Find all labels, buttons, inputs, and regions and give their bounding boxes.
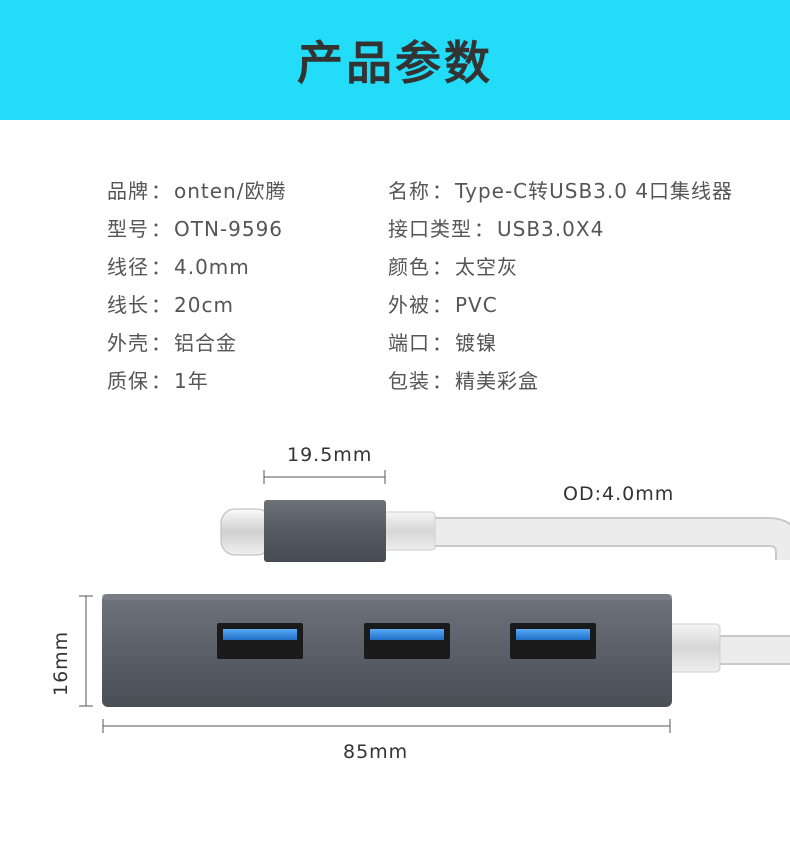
spec-separator: ：	[151, 369, 172, 393]
spec-jacket: 外被：PVC	[388, 293, 498, 317]
usb-c-cable	[382, 511, 790, 560]
spec-value: 精美彩盒	[455, 369, 539, 393]
spec-separator: ：	[432, 179, 453, 203]
spec-value: 镀镍	[455, 331, 497, 355]
spec-label: 品牌	[107, 179, 149, 203]
spec-warranty: 质保：1年	[107, 369, 209, 393]
spec-label: 线长	[107, 293, 149, 317]
spec-separator: ：	[151, 217, 172, 241]
usb-port	[364, 623, 450, 659]
spec-separator: ：	[151, 255, 172, 279]
spec-value: 铝合金	[174, 331, 237, 355]
header-banner: 产品参数	[0, 0, 790, 120]
spec-value: 太空灰	[455, 255, 518, 279]
spec-value: Type-C转USB3.0 4口集线器	[455, 179, 734, 203]
spec-interface-type: 接口类型：USB3.0X4	[388, 217, 604, 241]
spec-label: 包装	[388, 369, 430, 393]
hub-length-label: 85mm	[343, 741, 409, 763]
spec-label: 型号	[107, 217, 149, 241]
usb-hub	[102, 594, 790, 707]
cable-od-label: OD:4.0mm	[563, 483, 675, 505]
spec-label: 端口	[388, 331, 430, 355]
spec-label: 线径	[107, 255, 149, 279]
spec-label: 颜色	[388, 255, 430, 279]
spec-separator: ：	[432, 331, 453, 355]
hub-height-dimension-line	[79, 595, 93, 707]
hub-length-dimension-line	[102, 719, 671, 733]
spec-packaging: 包装：精美彩盒	[388, 369, 539, 393]
spec-color: 颜色：太空灰	[388, 255, 518, 279]
spec-label: 名称	[388, 179, 430, 203]
spec-value: onten/欧腾	[174, 179, 287, 203]
spec-separator: ：	[432, 255, 453, 279]
page-title: 产品参数	[297, 36, 493, 90]
spec-separator: ：	[432, 369, 453, 393]
usb-port	[217, 623, 303, 659]
spec-value: OTN-9596	[174, 217, 284, 241]
spec-wire-diameter: 线径：4.0mm	[107, 255, 250, 279]
spec-label: 外壳	[107, 331, 149, 355]
spec-value: 4.0mm	[174, 255, 250, 279]
spec-value: USB3.0X4	[497, 217, 605, 241]
usb-port	[510, 623, 596, 659]
spec-value: 20cm	[174, 293, 234, 317]
spec-model: 型号：OTN-9596	[107, 217, 283, 241]
spec-label: 外被	[388, 293, 430, 317]
spec-value: 1年	[174, 369, 209, 393]
spec-port: 端口：镀镍	[388, 331, 497, 355]
spec-brand: 品牌：onten/欧腾	[107, 179, 286, 203]
spec-label: 质保	[107, 369, 149, 393]
spec-name: 名称：Type-C转USB3.0 4口集线器	[388, 179, 733, 203]
spec-separator: ：	[432, 293, 453, 317]
spec-separator: ：	[474, 217, 495, 241]
usb-c-housing	[264, 500, 386, 562]
spec-separator: ：	[151, 293, 172, 317]
spec-label: 接口类型	[388, 217, 472, 241]
hub-strain-relief	[663, 623, 721, 673]
spec-value: PVC	[455, 293, 498, 317]
connector-dimension-line	[263, 470, 386, 484]
spec-shell: 外壳：铝合金	[107, 331, 237, 355]
usb-c-plug	[220, 500, 386, 562]
spec-wire-length: 线长：20cm	[107, 293, 234, 317]
hub-height-label: 16mm	[50, 630, 72, 696]
cable-strain-relief	[382, 511, 436, 551]
connector-length-label: 19.5mm	[287, 444, 373, 466]
spec-separator: ：	[151, 331, 172, 355]
spec-separator: ：	[151, 179, 172, 203]
